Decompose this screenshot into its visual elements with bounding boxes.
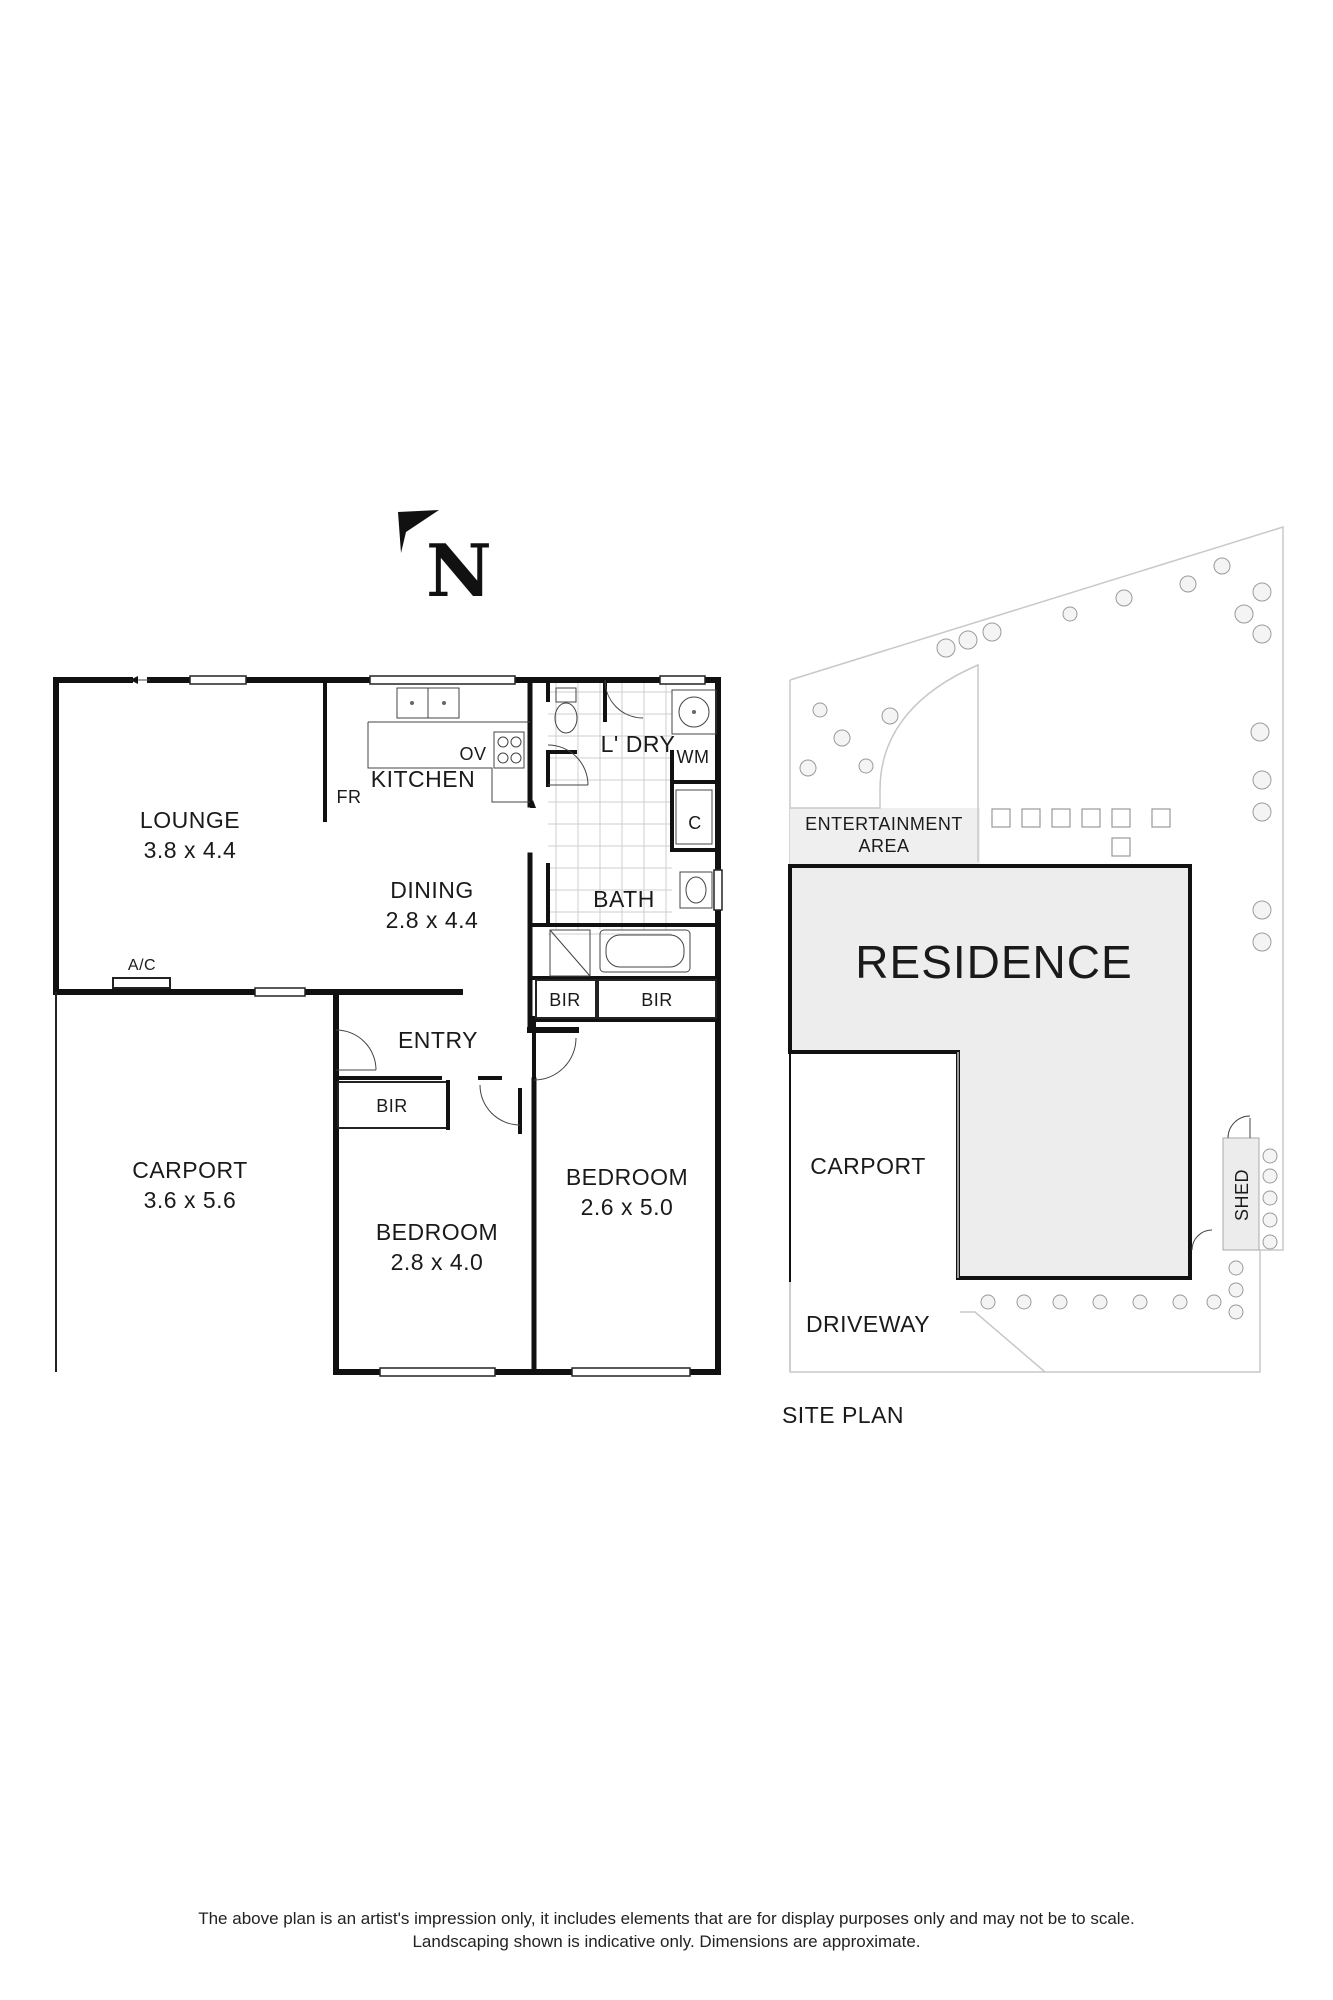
ac-unit — [112, 977, 171, 989]
lounge-label: LOUNGE — [140, 807, 240, 833]
carport-label: CARPORT — [132, 1157, 248, 1183]
oven-label: OV — [459, 744, 486, 764]
doors — [130, 676, 644, 1126]
driveway-label: DRIVEWAY — [806, 1311, 930, 1337]
bedroom2-size: 2.6 x 5.0 — [581, 1194, 674, 1220]
site-plan-title: SITE PLAN — [782, 1402, 904, 1428]
site-carport-label: CARPORT — [810, 1153, 926, 1179]
lounge-size: 3.8 x 4.4 — [144, 837, 237, 863]
bath-label: BATH — [593, 886, 655, 912]
shed-label: SHED — [1232, 1169, 1252, 1221]
residence-footprint — [788, 864, 1192, 1280]
floor-plan: LOUNGE 3.8 x 4.4 KITCHEN DINING 2.8 x 4.… — [53, 675, 723, 1377]
wet-area-fixtures — [549, 687, 717, 977]
bedroom1-size: 2.8 x 4.0 — [391, 1249, 484, 1275]
shed — [1222, 1137, 1260, 1251]
bedroom2-label: BEDROOM — [566, 1164, 688, 1190]
room-labels: LOUNGE 3.8 x 4.4 KITCHEN DINING 2.8 x 4.… — [132, 731, 688, 1275]
kitchen-fixtures — [367, 687, 530, 803]
dining-label: DINING — [390, 877, 474, 903]
fridge-label: FR — [337, 787, 362, 807]
bir-left-label: BIR — [376, 1096, 408, 1116]
bir-right-label: BIR — [641, 990, 673, 1010]
carport-size: 3.6 x 5.6 — [144, 1187, 237, 1213]
disclaimer-line-2: Landscaping shown is indicative only. Di… — [412, 1932, 921, 1951]
ac-label: A/C — [128, 957, 156, 974]
laundry-label: L' DRY — [601, 731, 676, 757]
residence-label: RESIDENCE — [855, 936, 1132, 988]
wet-area-tiles — [548, 680, 672, 935]
site-plan: ENTERTAINMENT AREA RESIDENCE CARPORT DRI… — [782, 525, 1284, 1428]
dining-size: 2.8 x 4.4 — [386, 907, 479, 933]
bedroom1-label: BEDROOM — [376, 1219, 498, 1245]
north-label: N — [426, 528, 492, 613]
entertainment-label-line2: AREA — [858, 836, 909, 856]
pavers — [991, 808, 1171, 857]
site-labels: ENTERTAINMENT AREA RESIDENCE CARPORT DRI… — [782, 814, 1252, 1428]
interior-walls — [323, 677, 720, 1375]
fixture-labels: OV FR WM C A/C BIR BIR BIR — [128, 744, 710, 1116]
washing-machine-label: WM — [677, 747, 710, 767]
entertainment-label-line1: ENTERTAINMENT — [805, 814, 963, 834]
north-arrow: N — [398, 510, 492, 613]
windows — [112, 675, 723, 1377]
cupboard-label: C — [688, 813, 702, 833]
north-arrow-icon — [398, 510, 439, 553]
entry-label: ENTRY — [398, 1027, 478, 1053]
kitchen-label: KITCHEN — [371, 766, 475, 792]
bir-mid-label: BIR — [549, 990, 581, 1010]
disclaimer-line-1: The above plan is an artist's impression… — [198, 1909, 1135, 1928]
bir-closets — [337, 979, 717, 1130]
landscaping-trees — [799, 557, 1278, 1320]
